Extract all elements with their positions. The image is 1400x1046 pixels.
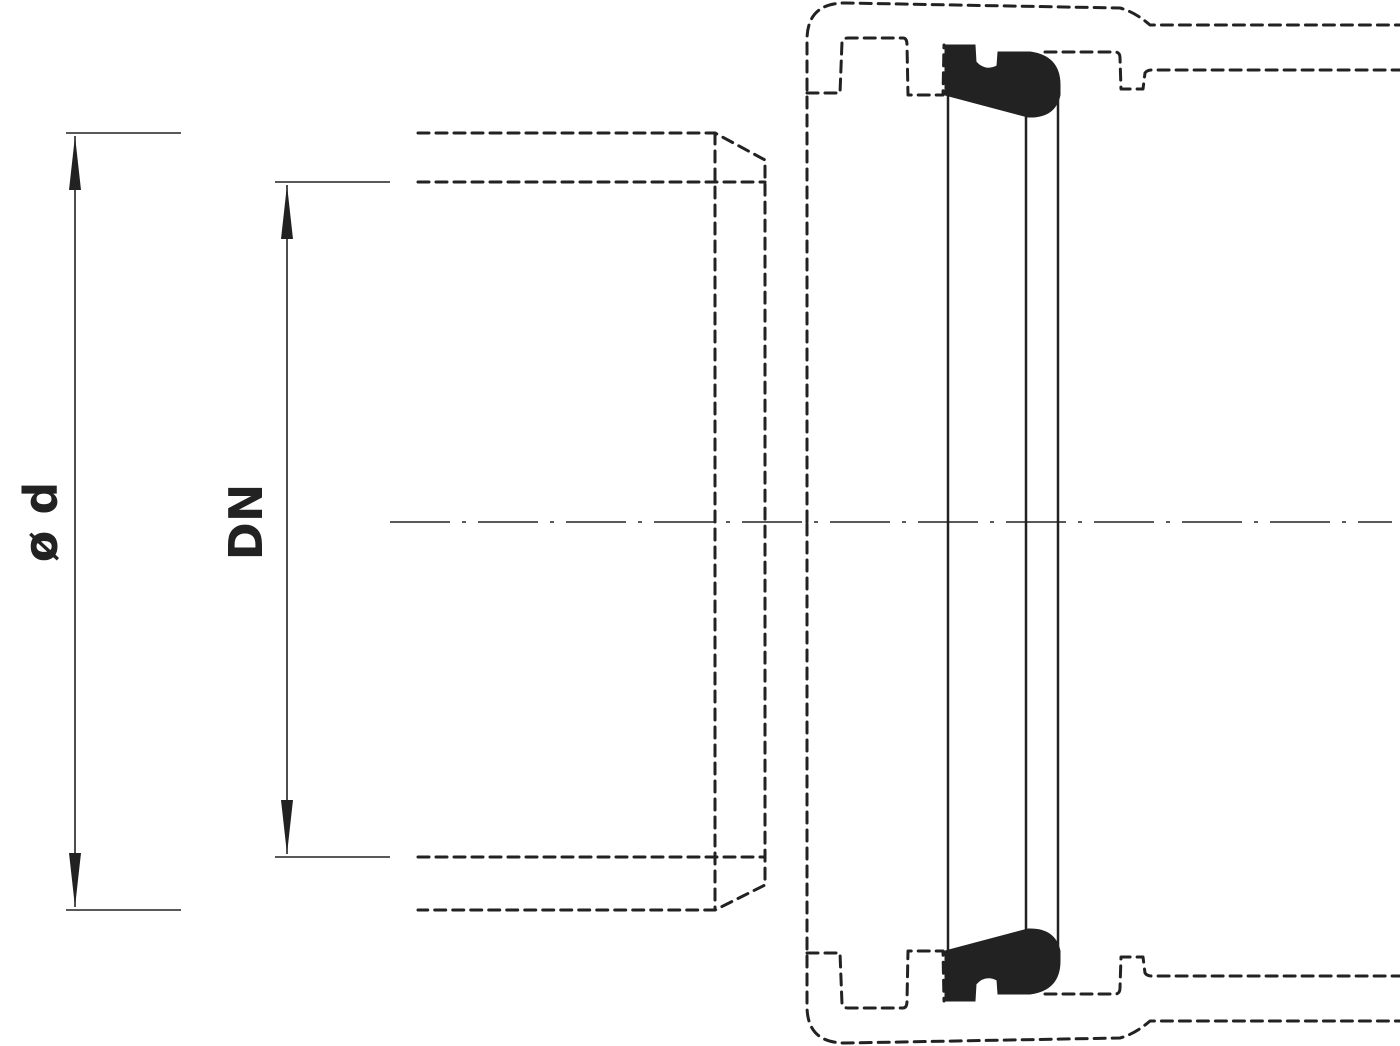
- seal-lines: [946, 95, 1060, 951]
- dimension-nominal-diameter: DN: [219, 181, 390, 858]
- socket-half-bottom: [805, 522, 1400, 1045]
- dimension-outer-diameter: ø d: [14, 132, 181, 911]
- seal-ring: [944, 44, 1061, 118]
- arrow-up-icon: [69, 136, 81, 190]
- socket-inner-wall: [1043, 50, 1400, 91]
- dimension-label-od: ø d: [14, 482, 68, 563]
- dimension-label-dn: DN: [219, 484, 273, 561]
- arrow-down-icon: [69, 853, 81, 907]
- socket-outer-wall: [805, 1, 1400, 524]
- pipe-spigot: [416, 131, 767, 912]
- arrow-up-icon: [281, 185, 293, 239]
- socket-half-top: [805, 1, 1400, 524]
- socket-groove: [805, 36, 946, 97]
- arrow-down-icon: [281, 800, 293, 854]
